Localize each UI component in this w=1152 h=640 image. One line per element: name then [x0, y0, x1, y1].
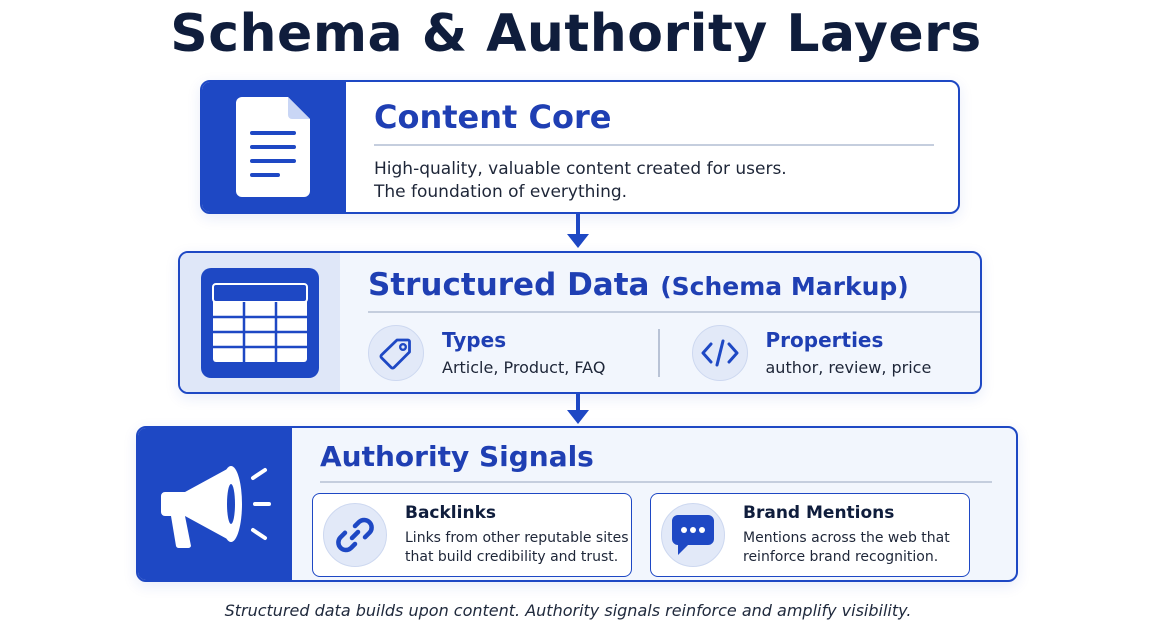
content-core-body: Content Core High-quality, valuable cont… — [346, 82, 958, 212]
types-description: Article, Product, FAQ — [442, 358, 606, 377]
backlinks-desc-line-1: Links from other reputable sites — [405, 529, 629, 546]
document-icon — [236, 97, 310, 197]
tag-icon — [379, 338, 411, 369]
page-title: Schema & Authority Layers — [170, 4, 982, 64]
authority-signals-body: Authority Signals Backlinks Li — [292, 428, 1016, 580]
card-backlinks: Backlinks Links from other reputable sit… — [312, 492, 632, 577]
brand-mentions-title: Brand Mentions — [743, 502, 895, 523]
tag-icon-circle — [368, 324, 424, 381]
link-icon-circle — [323, 502, 387, 567]
content-core-desc-line-1: High-quality, valuable content created f… — [374, 158, 787, 179]
code-icon-circle — [691, 324, 748, 381]
table-icon — [201, 267, 319, 378]
layer-content-core: Content Core High-quality, valuable cont… — [200, 80, 960, 214]
backlinks-desc-line-2: that build credibility and trust. — [405, 548, 619, 565]
card-brand-mentions: Brand Mentions Mentions across the web t… — [650, 492, 970, 577]
types-title: Types — [442, 328, 507, 352]
authority-signals-divider — [320, 481, 992, 483]
properties-title: Properties — [765, 328, 884, 352]
structured-data-divider — [368, 311, 980, 313]
backlinks-title: Backlinks — [405, 502, 496, 523]
arrow-down-icon — [567, 214, 589, 248]
content-core-icon-panel — [202, 82, 346, 212]
brand-mentions-desc-line-2: reinforce brand recognition. — [743, 548, 939, 565]
authority-signals-cards: Backlinks Links from other reputable sit… — [312, 492, 992, 577]
content-core-desc-line-2: The foundation of everything. — [374, 181, 628, 202]
chat-icon — [672, 514, 714, 555]
structured-data-icon-panel — [180, 253, 340, 392]
arrow-down-icon — [567, 394, 589, 424]
brand-mentions-description: Mentions across the web that reinforce b… — [743, 529, 950, 567]
content-core-description: High-quality, valuable content created f… — [374, 158, 934, 204]
structured-data-title: Structured Data (Schema Markup) — [368, 267, 980, 303]
structured-data-title-suffix: (Schema Markup) — [660, 272, 909, 301]
layer-authority-signals: Authority Signals Backlinks Li — [136, 426, 1018, 582]
items-divider — [658, 328, 660, 377]
content-core-divider — [374, 144, 934, 146]
authority-signals-icon-panel — [138, 428, 292, 580]
authority-signals-title: Authority Signals — [320, 440, 594, 473]
item-types: Types Article, Product, FAQ — [368, 324, 658, 381]
code-icon — [701, 339, 738, 366]
content-core-title: Content Core — [374, 98, 612, 136]
structured-data-title-main: Structured Data — [368, 267, 650, 303]
layer-structured-data: Structured Data (Schema Markup) Types Ar… — [178, 251, 982, 394]
chat-icon-circle — [661, 502, 725, 567]
megaphone-icon — [161, 466, 271, 549]
structured-data-body: Structured Data (Schema Markup) Types Ar… — [340, 253, 981, 392]
footer-caption: Structured data builds upon content. Aut… — [224, 601, 912, 620]
brand-mentions-desc-line-1: Mentions across the web that — [743, 529, 950, 546]
item-properties: Properties author, review, price — [691, 324, 981, 381]
structured-data-items: Types Article, Product, FAQ Properties a… — [368, 324, 981, 381]
properties-description: author, review, price — [765, 358, 932, 377]
link-icon — [336, 517, 374, 552]
backlinks-description: Links from other reputable sites that bu… — [405, 529, 629, 567]
